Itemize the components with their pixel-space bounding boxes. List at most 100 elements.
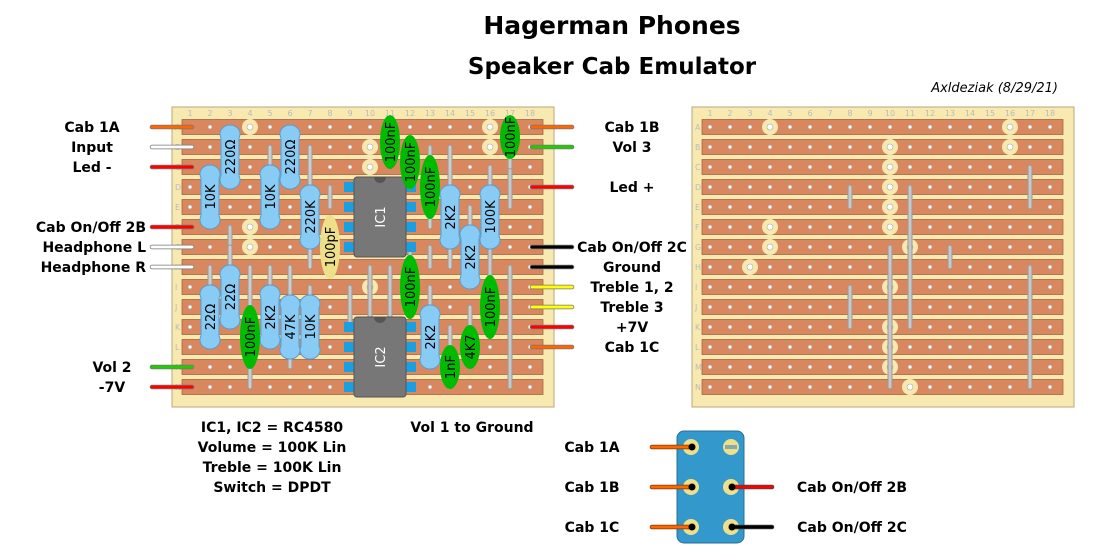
hole: [467, 124, 473, 130]
capacitor-label: 100nF: [404, 267, 419, 308]
hole: [727, 184, 733, 190]
ic-pin: [404, 202, 416, 212]
hole: [1047, 124, 1053, 130]
note-line: Switch = DPDT: [213, 480, 331, 496]
resistor-middle: [441, 194, 459, 240]
hole: [947, 164, 953, 170]
hole: [1007, 384, 1013, 390]
hole: [927, 144, 933, 150]
hole: [787, 164, 793, 170]
ic-pin: [344, 202, 356, 212]
row-letter: J: [174, 303, 177, 312]
resistor-middle: [201, 294, 219, 340]
ic-pin: [404, 322, 416, 332]
column-number: 1: [707, 109, 712, 118]
hole: [1027, 144, 1033, 150]
hole: [227, 204, 233, 210]
hole: [747, 344, 753, 350]
hole: [967, 164, 973, 170]
hole: [827, 284, 833, 290]
hole: [787, 124, 793, 130]
hole: [807, 144, 813, 150]
hole: [827, 304, 833, 310]
track-cut-hole: [366, 143, 374, 151]
hole: [447, 304, 453, 310]
wire-label: Treble 1, 2: [590, 280, 673, 296]
hole: [227, 344, 233, 350]
hole: [1047, 244, 1053, 250]
resistor-middle: [201, 174, 219, 220]
row-letter: I: [175, 283, 177, 292]
column-number: 11: [905, 109, 915, 118]
hole: [967, 184, 973, 190]
row-letter: E: [695, 203, 700, 212]
hole: [747, 144, 753, 150]
resistor-middle: [261, 294, 279, 340]
ic-pin: [404, 242, 416, 252]
hole: [327, 124, 333, 130]
hole: [947, 184, 953, 190]
resistor-middle: [481, 194, 499, 240]
resistor-middle: [221, 274, 239, 320]
hole: [207, 384, 213, 390]
hole: [767, 264, 773, 270]
copper-strip: [701, 119, 1064, 135]
ic-pin: [344, 322, 356, 332]
hole: [287, 224, 293, 230]
hole: [707, 184, 713, 190]
hole: [727, 164, 733, 170]
hole: [1007, 164, 1013, 170]
column-number: 7: [307, 109, 312, 118]
hole: [707, 224, 713, 230]
hole: [847, 144, 853, 150]
column-number: 12: [405, 109, 415, 118]
hole: [467, 184, 473, 190]
hole: [927, 324, 933, 330]
hole: [487, 344, 493, 350]
copper-strip: [701, 299, 1064, 315]
hole: [767, 164, 773, 170]
hole: [187, 184, 193, 190]
hole: [807, 384, 813, 390]
track-cut-hole: [766, 223, 774, 231]
hole: [727, 284, 733, 290]
hole: [727, 124, 733, 130]
note-line: Volume = 100K Lin: [198, 440, 347, 456]
column-number: 8: [327, 109, 332, 118]
hole: [207, 144, 213, 150]
hole: [1027, 224, 1033, 230]
hole: [827, 184, 833, 190]
hole: [827, 124, 833, 130]
hole: [347, 264, 353, 270]
capacitor-label: 100nF: [424, 167, 439, 208]
hole: [847, 244, 853, 250]
wire-label: Cab 1B: [604, 120, 659, 136]
column-number: 4: [247, 109, 252, 118]
ic-label: IC2: [374, 346, 389, 367]
hole: [787, 144, 793, 150]
hole: [1027, 244, 1033, 250]
hole: [727, 244, 733, 250]
hole: [187, 284, 193, 290]
hole: [307, 124, 313, 130]
hole: [207, 244, 213, 250]
track-cut-hole: [246, 243, 254, 251]
hole: [1007, 224, 1013, 230]
hole: [967, 364, 973, 370]
hole: [867, 124, 873, 130]
capacitor-body: [380, 115, 400, 169]
hole: [1007, 264, 1013, 270]
hole: [907, 364, 913, 370]
hole: [787, 284, 793, 290]
hole: [927, 184, 933, 190]
hole: [987, 124, 993, 130]
hole: [487, 364, 493, 370]
track-cut-hole: [246, 223, 254, 231]
column-number: 18: [1045, 109, 1055, 118]
track-cut-hole: [886, 143, 894, 151]
copper-strip: [701, 259, 1064, 275]
copper-strip: [701, 239, 1064, 255]
hole: [947, 364, 953, 370]
column-number: 6: [287, 109, 292, 118]
